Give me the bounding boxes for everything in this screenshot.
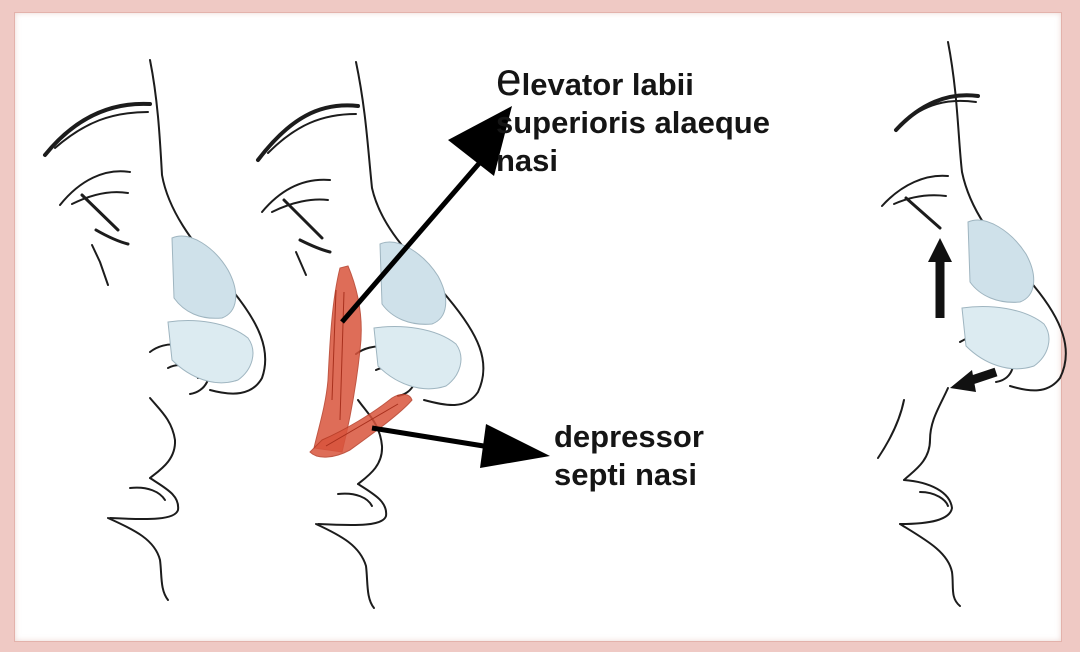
depressor-septi-label: depressor septi nasi <box>554 418 704 494</box>
alar-cartilage-left <box>168 321 253 383</box>
arrow-right-icon <box>372 424 550 468</box>
elevator-label-line2: superioris alaeque <box>496 104 770 142</box>
arrow-up-icon <box>928 238 952 318</box>
alar-cartilage-right <box>962 307 1049 369</box>
upper-lateral-cartilage-middle <box>380 242 446 324</box>
upper-lateral-cartilage-left <box>172 236 236 318</box>
alar-cartilage-middle <box>374 327 461 389</box>
depressor-label-line2: septi nasi <box>554 456 704 494</box>
face-profile-middle <box>258 62 483 608</box>
upper-lateral-cartilage-right <box>968 220 1034 302</box>
elevator-label-first-letter: e <box>496 53 522 105</box>
elevator-labii-label: elevator labii superioris alaeque nasi <box>496 60 770 180</box>
arrow-down-left-icon <box>950 370 996 392</box>
elevator-label-line3: nasi <box>496 142 770 180</box>
elevator-label-line1: levator labii <box>522 67 694 102</box>
depressor-label-line1: depressor <box>554 418 704 456</box>
